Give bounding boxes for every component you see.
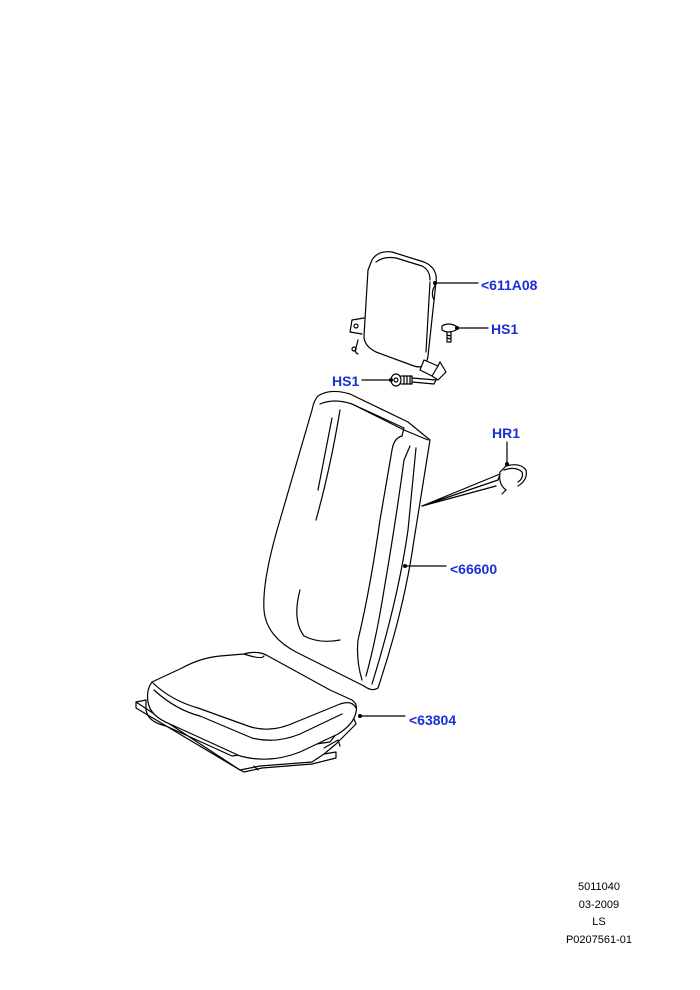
headrest-part[interactable] (349, 251, 457, 381)
callout-headrest[interactable]: <611A08 (481, 277, 538, 293)
callout-retainer[interactable]: HR1 (492, 425, 521, 441)
footer-reference-block: 5011040 03-2009 LS P0207561-01 (566, 879, 632, 949)
callout-backrest[interactable]: <66600 (450, 561, 498, 577)
footer-ref: P0207561-01 (565, 933, 632, 946)
leader-dots (358, 281, 509, 718)
footer-code: 5011040 (577, 881, 620, 893)
leader-lines (359, 282, 508, 717)
retainer-part[interactable] (421, 464, 527, 507)
callout-screw-lower[interactable]: HS1 (332, 373, 360, 389)
footer-date: 03-2009 (578, 898, 620, 911)
screw-lower-part[interactable] (390, 373, 437, 387)
cushion-part[interactable] (135, 651, 358, 773)
backrest-part[interactable] (263, 390, 431, 691)
footer-model: LS (592, 916, 606, 928)
callout-screw-upper[interactable]: HS1 (491, 321, 519, 337)
callout-cushion[interactable]: <63804 (409, 712, 457, 728)
